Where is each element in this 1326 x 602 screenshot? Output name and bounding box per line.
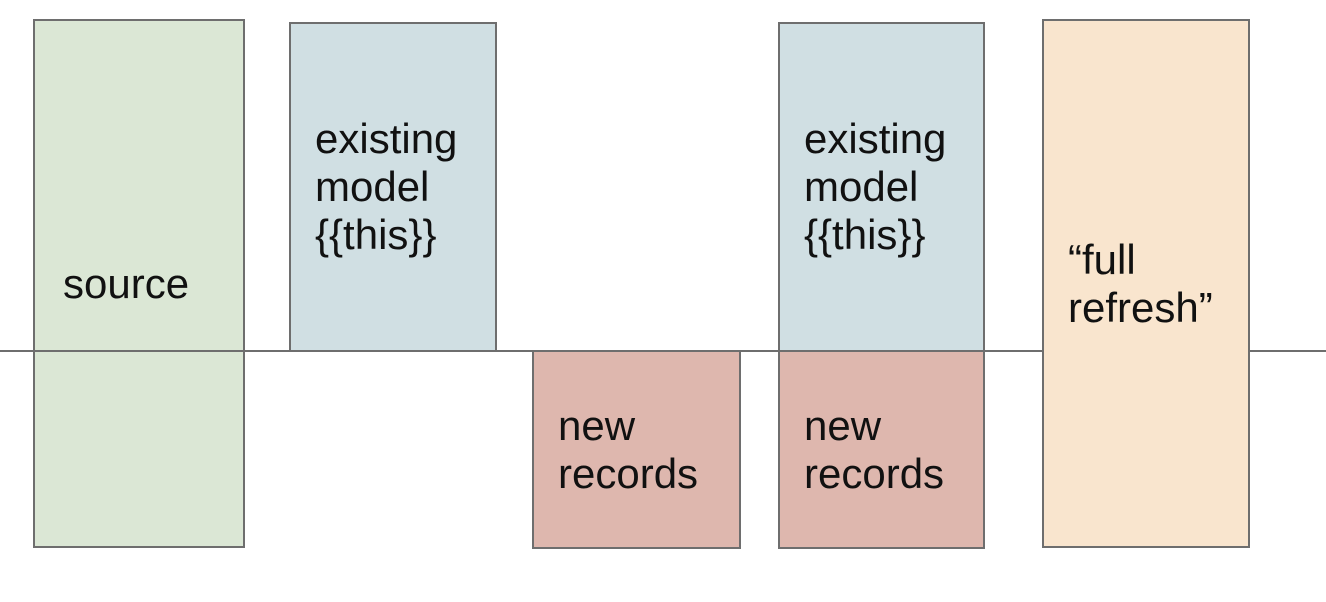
new-records-box-1: new records <box>532 350 741 549</box>
new-records-label-1: new records <box>558 401 699 497</box>
new-records-label-2: new records <box>804 401 945 497</box>
source-box: source <box>33 19 245 548</box>
existing-model-label-2: existing model {{this}} <box>804 115 947 258</box>
full-refresh-label: “full refresh” <box>1068 235 1213 331</box>
source-label: source <box>63 259 190 307</box>
existing-model-label-1: existing model {{this}} <box>315 115 458 258</box>
full-refresh-box: “full refresh” <box>1042 19 1250 548</box>
existing-model-box-1: existing model {{this}} <box>289 22 497 352</box>
new-records-box-2: new records <box>778 350 985 549</box>
existing-model-box-2: existing model {{this}} <box>778 22 985 352</box>
